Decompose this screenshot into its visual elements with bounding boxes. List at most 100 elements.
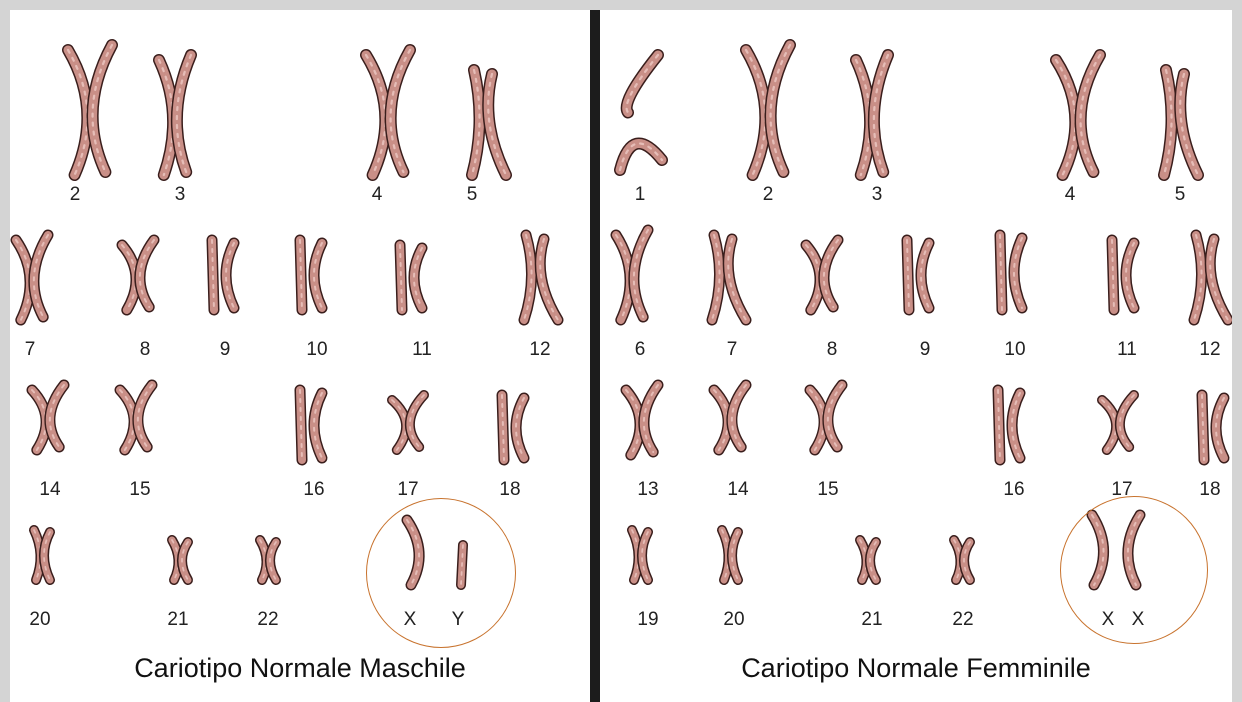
male-chromosome-16-b [44, 532, 50, 580]
female-chromosome-7-a [712, 235, 720, 320]
male-chromosome-label-14: 17 [388, 480, 428, 500]
male-chromosome-3-a [366, 55, 385, 175]
male-chromosome-4-b [488, 74, 506, 175]
female-chromosome-13-b [644, 385, 658, 452]
female-chromosome-13-a [626, 390, 640, 455]
male-chromosome-label-8: 10 [297, 340, 337, 360]
male-chromosome-7-b [226, 243, 234, 308]
female-chromosome-12-b [1210, 239, 1228, 320]
male-chromosome-label-13: 16 [294, 480, 334, 500]
female-chromosome-17-a [1102, 400, 1116, 450]
male-chromosome-label-2: 3 [160, 185, 200, 205]
female-chromosome-4-a [1056, 60, 1075, 175]
female-chromosome-label-2: 2 [748, 185, 788, 205]
male-chromosome-4-a [472, 70, 480, 175]
female-chromosome-12-a [1194, 235, 1202, 320]
female-chromosome-label-22: 22 [943, 610, 983, 630]
female-chromosome-8-a [806, 245, 820, 310]
female-chromosome-2-b [771, 45, 790, 172]
female-chromosome-9-a [907, 240, 909, 310]
female-chromosome-18-b [1216, 398, 1224, 458]
female-chromosome-label-11: 11 [1107, 340, 1147, 360]
female-chromosome-label-12: 12 [1190, 340, 1230, 360]
female-chromosome-label-4: 4 [1050, 185, 1090, 205]
female-chromosome-label-15: 15 [808, 480, 848, 500]
female-chromosome-3-b [874, 55, 888, 172]
male-chromosome-11-a [32, 390, 46, 450]
female-chromosome-20-b [732, 532, 738, 580]
female-chromosome-7-b [728, 239, 746, 320]
male-chromosome-label-12: 15 [120, 480, 160, 500]
female-chromosome-2-a [746, 50, 765, 175]
male-chromosome-6-a [122, 245, 136, 310]
male-chromosome-label-11: 14 [30, 480, 70, 500]
female-chromosome-5-a [1164, 70, 1172, 175]
panel-divider [590, 10, 600, 702]
male-chromosome-1-b [93, 45, 112, 172]
male-chromosome-13-b [314, 393, 322, 458]
male-chromosome-3-b [391, 50, 410, 172]
male-caption: Cariotipo Normale Maschile [10, 652, 590, 684]
female-chromosome-label-16: 16 [994, 480, 1034, 500]
male-chromosome-5-a [16, 240, 30, 320]
female-chromosome-label-18: 18 [1190, 480, 1230, 500]
male-chromosome-11-b [50, 385, 64, 447]
female-chromosome-8-b [824, 240, 838, 307]
female-chromosome-label-9: 9 [905, 340, 945, 360]
female-chromosome-label-8: 8 [812, 340, 852, 360]
female-chromosome-1-b [620, 143, 662, 170]
male-chromosome-1-a [68, 50, 87, 175]
female-chromosome-15-a [810, 390, 824, 450]
female-chromosome-19-b [642, 532, 648, 580]
male-chromosome-label-18: 22 [248, 610, 288, 630]
male-chromosome-label-9: 11 [402, 340, 442, 360]
male-chromosome-15-b [516, 398, 524, 458]
male-chromosome-10-a [524, 235, 532, 320]
female-chromosome-14-b [732, 385, 746, 447]
female-chromosome-22-b [964, 542, 970, 580]
female-chromosome-label-7: 7 [712, 340, 752, 360]
male-chromosome-label-3: 4 [357, 185, 397, 205]
female-chromosome-6-b [634, 230, 648, 317]
male-chromosome-12-b [138, 385, 152, 447]
female-chromosome-label-19: 19 [628, 610, 668, 630]
male-chromosome-10-b [540, 239, 558, 320]
female-chromosome-18-a [1202, 395, 1204, 460]
male-chromosome-7-a [212, 240, 214, 310]
female-chromosome-label-20: 20 [714, 610, 754, 630]
male-chromosome-label-15: 18 [490, 480, 530, 500]
female-chromosome-label-1: 1 [620, 185, 660, 205]
male-chromosome-label-6: 8 [125, 340, 165, 360]
male-chromosome-label-16: 20 [20, 610, 60, 630]
female-chromosome-label-14: 14 [718, 480, 758, 500]
male-chromosome-label-19: X [390, 610, 430, 630]
male-chromosome-15-a [502, 395, 504, 460]
female-chromosome-6-a [616, 235, 630, 320]
female-karyotype-panel: Cariotipo Normale Femminile 123456789101… [600, 10, 1232, 702]
female-chromosome-4-b [1081, 55, 1100, 172]
male-chromosome-8-b [314, 243, 322, 308]
female-chromosome-label-24: X [1118, 610, 1158, 630]
male-chromosome-label-10: 12 [520, 340, 560, 360]
male-chromosome-8-a [300, 240, 302, 310]
female-chromosome-label-6: 6 [620, 340, 660, 360]
female-chromosome-label-5: 5 [1160, 185, 1200, 205]
female-chromosome-label-10: 10 [995, 340, 1035, 360]
female-chromosome-11-a [1112, 240, 1114, 310]
male-karyotype-panel: Cariotipo Normale Maschile 2345789101112… [10, 10, 590, 702]
female-chromosome-label-3: 3 [857, 185, 897, 205]
male-chromosome-17-b [182, 542, 188, 580]
female-chromosome-15-b [828, 385, 842, 447]
female-chromosome-14-a [714, 390, 728, 450]
male-chromosome-6-b [140, 240, 154, 307]
female-chromosome-label-13: 13 [628, 480, 668, 500]
female-chromosome-21-b [870, 542, 876, 580]
male-chromosome-13-a [300, 390, 302, 460]
male-chromosome-label-20: Y [438, 610, 478, 630]
female-chromosome-16-a [998, 390, 1000, 460]
male-chromosome-9-a [400, 245, 402, 310]
male-chromosome-2-b [177, 55, 191, 172]
male-chromosome-label-4: 5 [452, 185, 492, 205]
female-chromosome-1-a [627, 55, 658, 113]
male-chromosome-label-7: 9 [205, 340, 245, 360]
